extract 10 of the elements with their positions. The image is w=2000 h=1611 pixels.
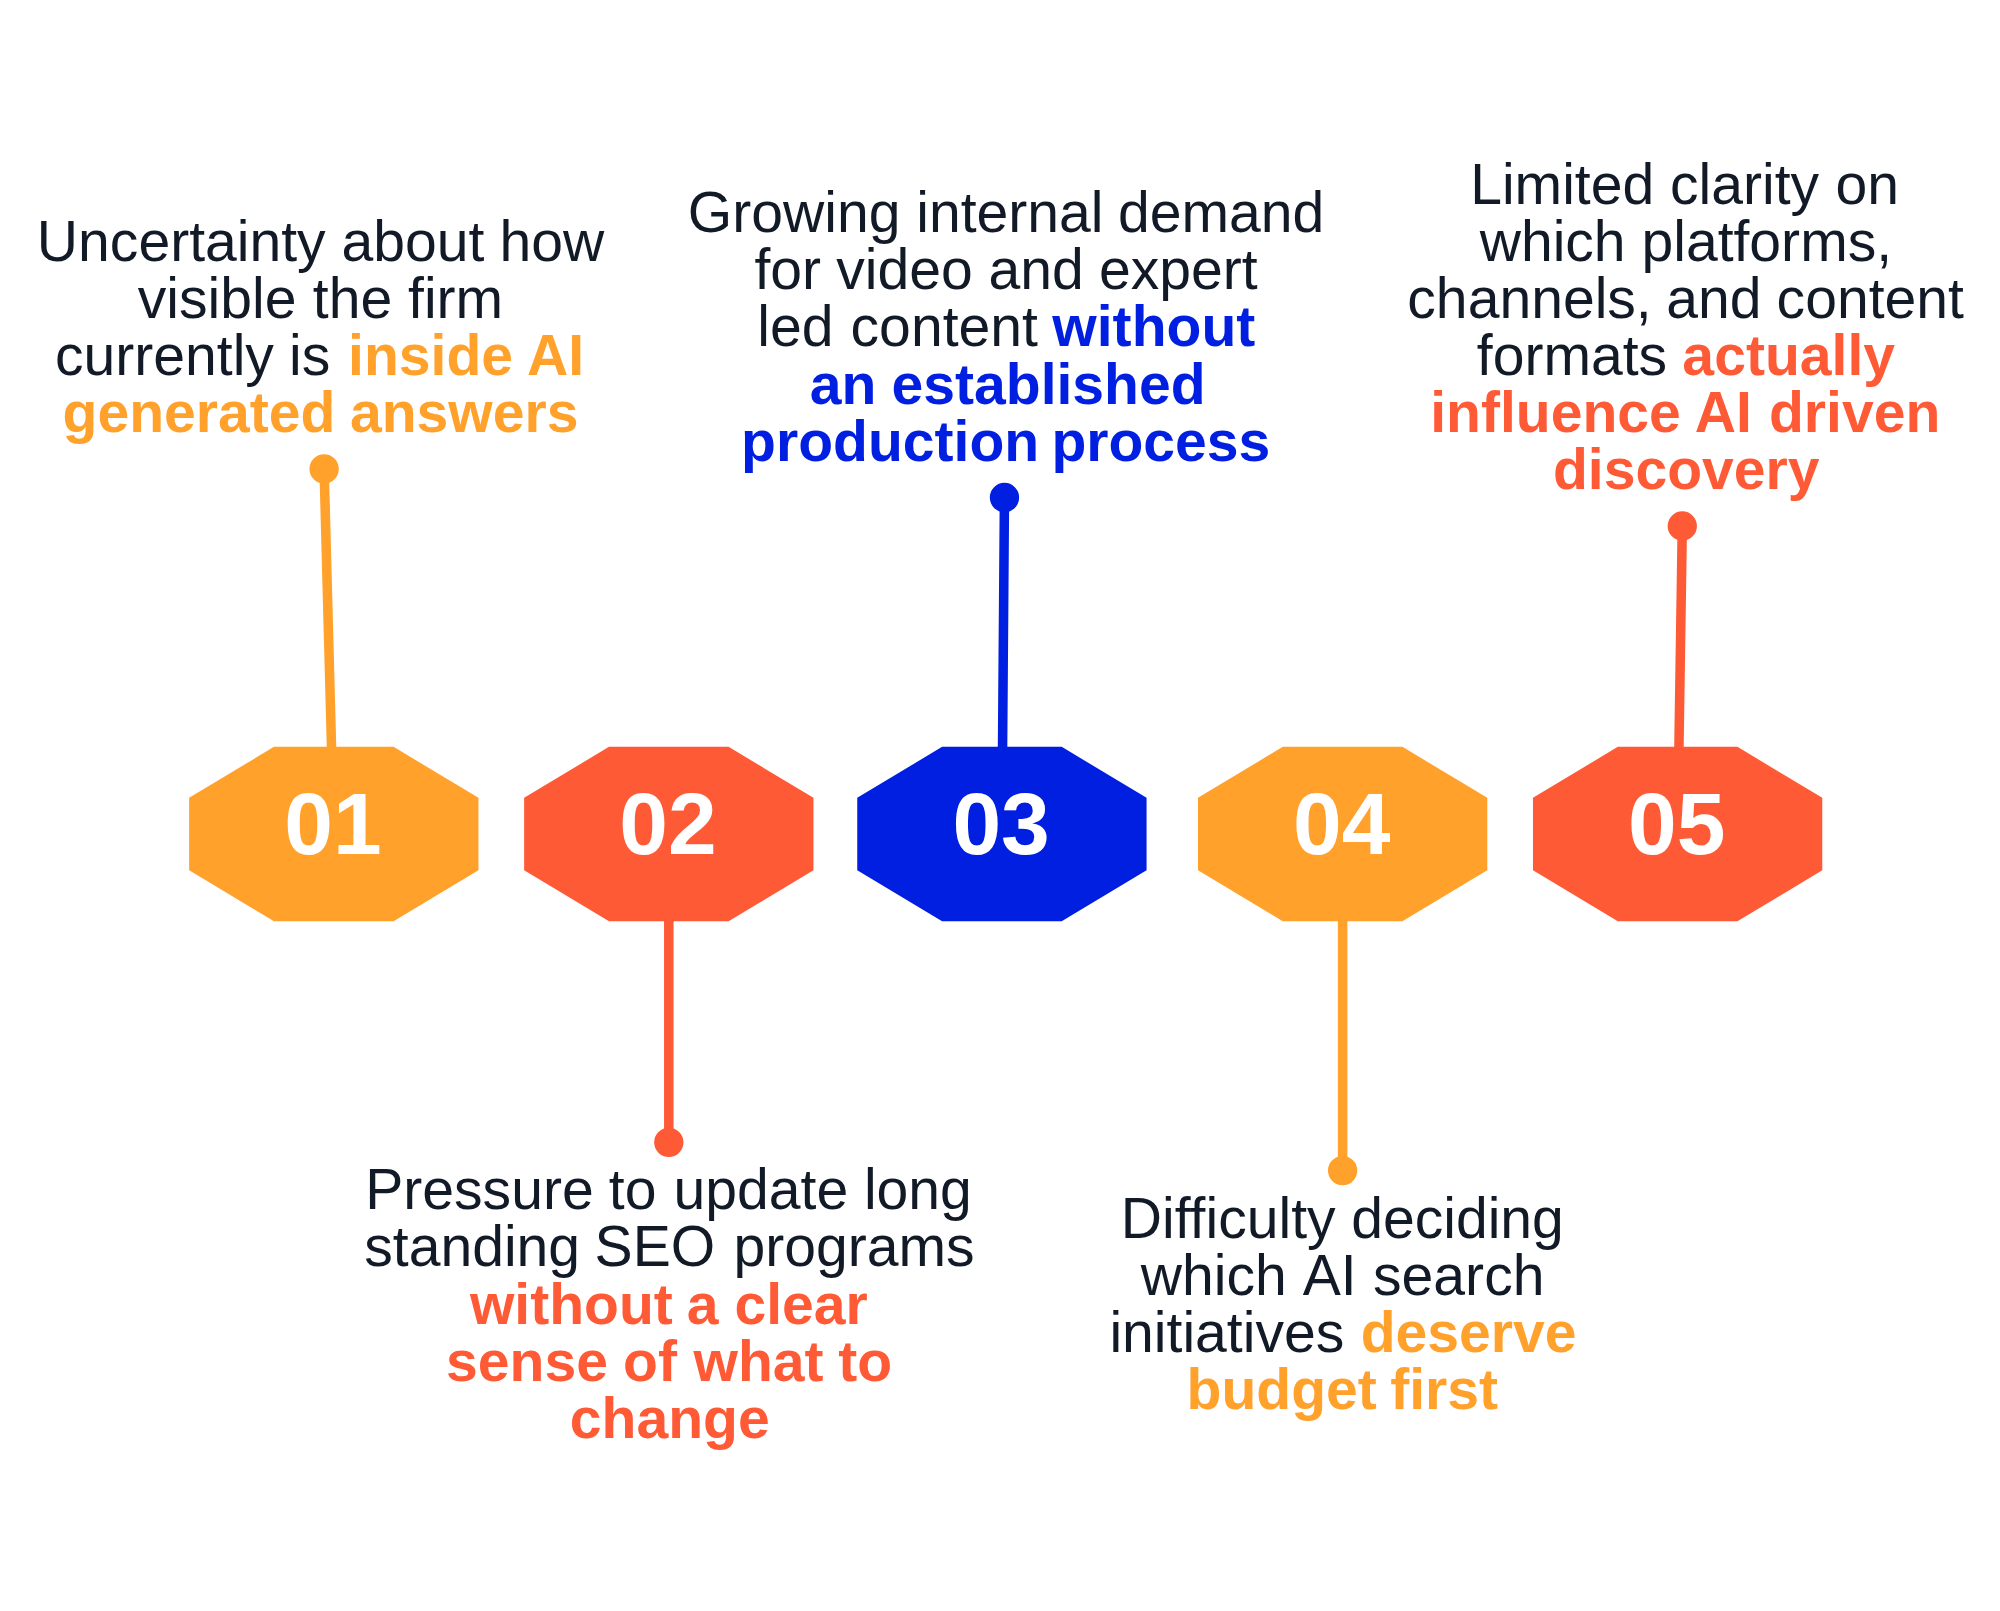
connector: [1667, 511, 1697, 748]
node-text: Limited clarity on which platforms, channels, and content formats actually influence AI driven discovery: [1407, 151, 1964, 502]
node-text: Pressure to update long standing SEO programs without a clear sense of what to change: [364, 1157, 975, 1450]
connector: [1327, 920, 1358, 1186]
connector: [654, 920, 684, 1157]
node-text: Growing internal demand for video and expert led content without an established production process: [687, 180, 1325, 473]
connector: [989, 482, 1020, 749]
node-text: Uncertainty about how visible the firm currently is inside AI generated answers: [36, 208, 605, 445]
connector: [309, 454, 339, 748]
node-text: Difficulty deciding which AI search initiatives deserve budget first: [1109, 1185, 1577, 1422]
